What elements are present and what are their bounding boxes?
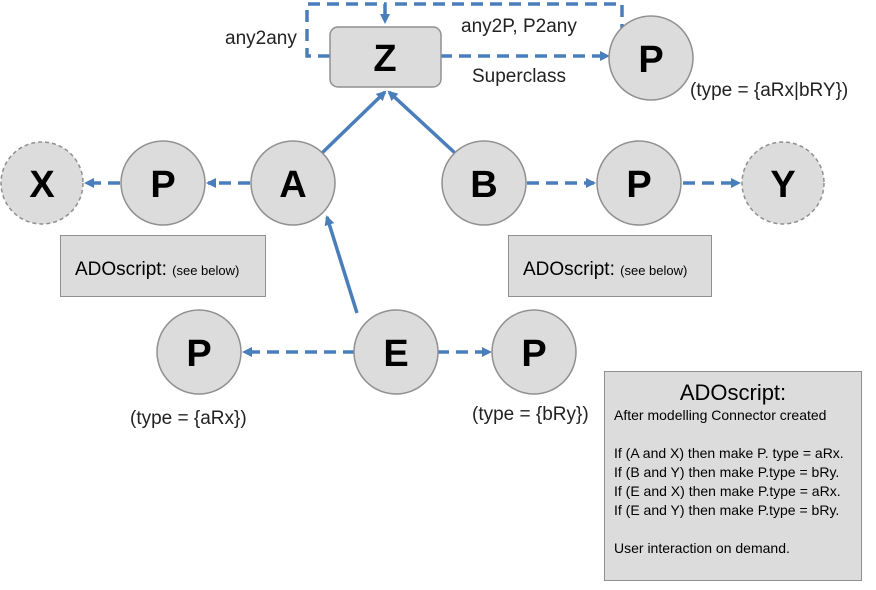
type-label-bottom-left: (type = {aRx}) (130, 408, 247, 429)
adoscript-box-rules: ADOscript: After modelling Connector cre… (604, 371, 862, 581)
node-p-right-label: P (626, 164, 651, 206)
label-any2p-p2any: any2P, P2any (461, 16, 577, 37)
node-p-bottom-left-label: P (186, 333, 211, 375)
node-x-label: X (29, 164, 55, 206)
node-p-left-label: P (150, 164, 175, 206)
node-a[interactable] (250, 140, 336, 226)
node-p-top[interactable] (608, 15, 694, 101)
type-label-top: (type = {aRx|bRY}) (690, 80, 848, 101)
adoscript-box-middle: ADOscript: (see below) (508, 235, 712, 297)
node-a-label: A (279, 164, 306, 206)
adoscript-rule-4: If (E and Y) then make P.type = bRy. (614, 502, 840, 518)
label-superclass: Superclass (472, 66, 566, 87)
node-y-label: Y (770, 164, 795, 206)
node-p-bottom-left[interactable] (156, 309, 242, 395)
node-p-right[interactable] (596, 140, 682, 226)
node-p-bottom-right-label: P (521, 333, 546, 375)
adoscript-box-left-title-text: ADOscript: (75, 259, 167, 280)
adoscript-box-rules-title: ADOscript: (679, 380, 787, 405)
node-b-label: B (470, 164, 497, 206)
adoscript-box-left-note: (see below) (172, 263, 240, 278)
adoscript-box-middle-title-text: ADOscript: (523, 259, 615, 280)
edge-a-to-z (320, 90, 387, 155)
node-z-label: Z (373, 38, 396, 80)
adoscript-rule-3: If (E and X) then make P.type = aRx. (614, 483, 841, 499)
adoscript-box-middle-title: ADOscript: (see below) (523, 259, 687, 280)
type-label-bottom-right: (type = {bRy}) (472, 404, 589, 425)
node-p-bottom-right[interactable] (491, 309, 577, 395)
node-b[interactable] (441, 140, 527, 226)
adoscript-box-rules-footer: User interaction on demand. (614, 540, 790, 556)
node-z[interactable] (329, 26, 442, 88)
adoscript-rule-1: If (A and X) then make P. type = aRx. (614, 445, 844, 461)
adoscript-box-left: ADOscript: (see below) (60, 235, 266, 297)
node-x[interactable] (0, 141, 84, 225)
node-p-left[interactable] (120, 140, 206, 226)
adoscript-box-rules-intro: After modelling Connector created (614, 407, 827, 423)
edge-e-to-a (324, 215, 359, 314)
node-y[interactable] (741, 141, 825, 225)
edge-b-to-z (387, 90, 457, 155)
node-e-label: E (383, 333, 408, 375)
adoscript-box-left-title: ADOscript: (see below) (75, 259, 239, 280)
edge-any2any-loop (305, 2, 390, 58)
adoscript-box-middle-note: (see below) (620, 263, 688, 278)
node-e[interactable] (353, 309, 439, 395)
label-any2any: any2any (225, 28, 297, 49)
node-p-top-label: P (638, 39, 663, 81)
adoscript-rule-2: If (B and Y) then make P.type = bRy. (614, 464, 840, 480)
